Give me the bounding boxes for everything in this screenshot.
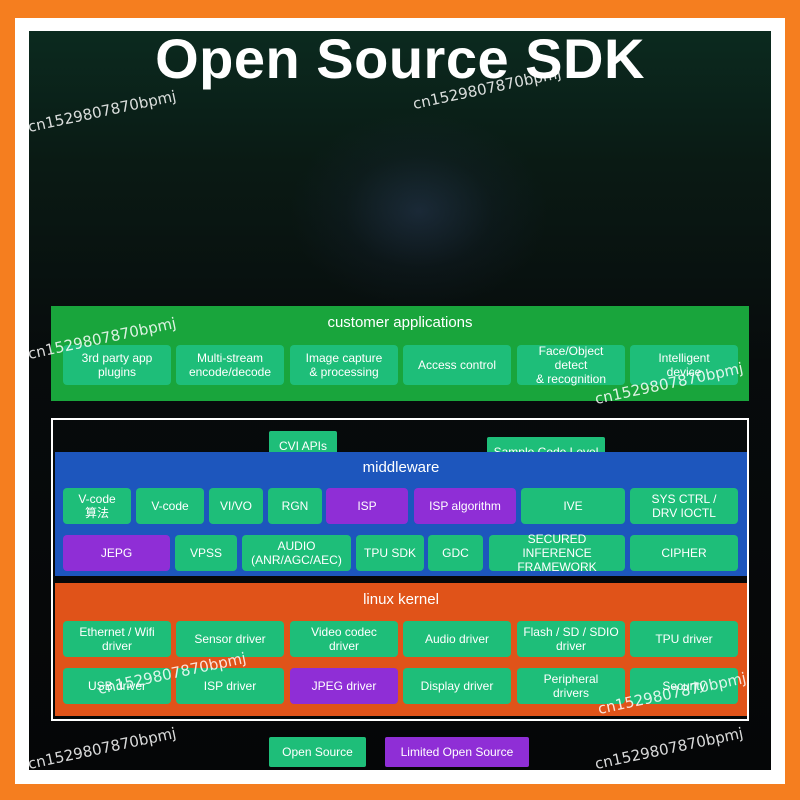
mw-audio: AUDIO (ANR/AGC/AEC)	[242, 535, 351, 571]
kernel-tpu: TPU driver	[630, 621, 738, 657]
linux-kernel-title: linux kernel	[363, 591, 439, 608]
mw-tpu-sdk: TPU SDK	[356, 535, 424, 571]
mw-jepg: JEPG	[63, 535, 170, 571]
kernel-jpeg: JPEG driver	[290, 668, 398, 704]
app-box-image-capture: Image capture & processing	[290, 345, 398, 385]
kernel-flash-sd: Flash / SD / SDIO driver	[517, 621, 625, 657]
mw-rgn: RGN	[268, 488, 322, 524]
mw-vivo: VI/VO	[209, 488, 263, 524]
page-title: Open Source SDK	[155, 31, 645, 90]
kernel-usb: USB driver	[63, 668, 171, 704]
app-box-access-control: Access control	[403, 345, 511, 385]
mw-cipher: CIPHER	[630, 535, 738, 571]
diagram-canvas: Open Source SDK customer applications 3r…	[29, 31, 771, 770]
middleware-title: middleware	[362, 459, 440, 476]
app-box-face-detect: Face/Object detect & recognition	[517, 344, 625, 386]
app-box-multistream: Multi-stream encode/decode	[176, 345, 284, 385]
mw-isp-algorithm: ISP algorithm	[414, 488, 516, 524]
mw-vcode: V-code	[136, 488, 204, 524]
app-box-3rd-party: 3rd party app plugins	[63, 345, 171, 385]
sdk-outline	[51, 418, 749, 721]
kernel-sensor: Sensor driver	[176, 621, 284, 657]
kernel-security: Security	[630, 668, 738, 704]
kernel-isp: ISP driver	[176, 668, 284, 704]
legend-limited-open-source: Limited Open Source	[385, 737, 529, 767]
kernel-ethernet-wifi: Ethernet / Wifi driver	[63, 621, 171, 657]
mw-vcode-algo: V-code 算法	[63, 488, 131, 524]
kernel-audio: Audio driver	[403, 621, 511, 657]
app-box-intelligent-device: Intelligent device	[630, 345, 738, 385]
mw-isp: ISP	[326, 488, 408, 524]
mw-gdc: GDC	[428, 535, 483, 571]
legend-open-source: Open Source	[269, 737, 366, 767]
mw-sys-ctrl: SYS CTRL / DRV IOCTL	[630, 488, 738, 524]
customer-applications-title: customer applications	[327, 314, 473, 331]
mw-secured-inference: SECURED INFERENCE FRAMEWORK	[489, 532, 625, 574]
kernel-peripheral: Peripheral drivers	[517, 668, 625, 704]
kernel-video-codec: Video codec driver	[290, 621, 398, 657]
mw-vpss: VPSS	[175, 535, 237, 571]
background-glow	[289, 111, 549, 311]
kernel-display: Display driver	[403, 668, 511, 704]
mw-ive: IVE	[521, 488, 625, 524]
